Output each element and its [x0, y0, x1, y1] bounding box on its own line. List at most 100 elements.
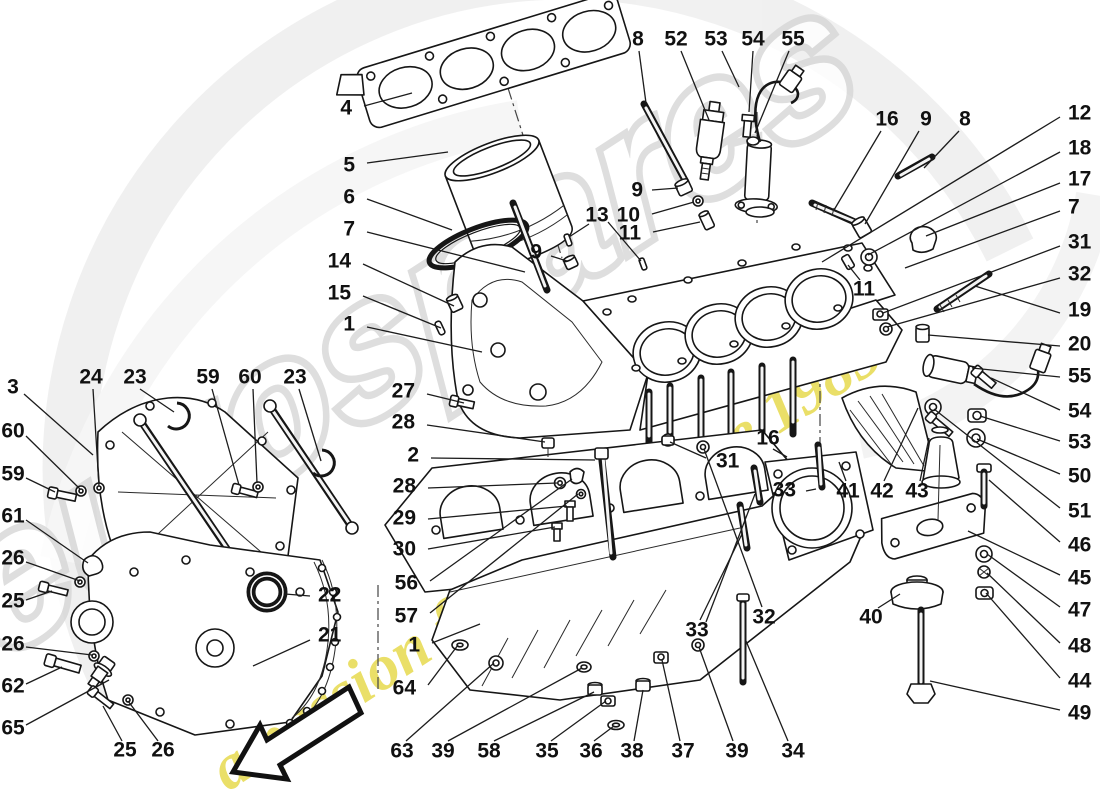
callout-leader-1 — [431, 623, 481, 644]
callout-leader-61 — [25, 519, 89, 564]
callout-label-55: 55 — [1068, 365, 1092, 388]
callout-leader-49 — [929, 680, 1061, 711]
callout-label-4: 4 — [340, 97, 352, 120]
callout-leader-55 — [754, 50, 790, 134]
callout-label-28: 28 — [392, 411, 416, 434]
cylinder-bore — [784, 268, 854, 330]
callout-leader-11 — [652, 221, 701, 233]
callout-leader-54 — [748, 50, 754, 113]
callout-label-20: 20 — [1068, 333, 1091, 356]
callout-label-33: 33 — [685, 619, 708, 642]
callout-label-65: 65 — [1, 717, 25, 740]
callout-label-14: 14 — [328, 250, 352, 273]
callout-leader-6 — [366, 198, 453, 231]
callout-label-42: 42 — [870, 480, 893, 503]
callout-label-41: 41 — [836, 480, 860, 503]
callout-leader-31 — [669, 441, 707, 459]
callout-label-46: 46 — [1068, 534, 1091, 557]
timing-cover — [70, 531, 342, 736]
callout-leader-50 — [976, 438, 1061, 475]
callout-leader-8 — [638, 50, 647, 104]
callout-leader-18 — [867, 151, 1061, 256]
callout-leader-48 — [986, 572, 1061, 644]
callout-label-8: 8 — [632, 28, 644, 51]
callout-leader-64 — [427, 644, 459, 686]
callout-label-57: 57 — [395, 605, 418, 628]
callout-leader-26 — [127, 700, 159, 742]
callout-leader-36 — [593, 725, 615, 742]
callout-leader-60 — [252, 388, 258, 484]
callout-leader-35 — [550, 700, 607, 742]
callout-leader-22 — [284, 593, 311, 597]
callout-leader-4 — [363, 92, 413, 107]
pressure-sensor — [695, 100, 726, 181]
callout-label-12: 12 — [1068, 102, 1091, 125]
callout-leader-53 — [979, 415, 1061, 442]
callout-label-13: 13 — [585, 204, 608, 227]
callout-label-26: 26 — [151, 739, 174, 762]
callout-leader-33 — [705, 493, 756, 623]
callout-leader-20 — [927, 334, 1061, 347]
knock-sensor — [922, 342, 1052, 448]
callout-leader-28 — [426, 424, 546, 443]
engine-mount-assembly — [841, 385, 994, 704]
callout-label-32: 32 — [1068, 263, 1091, 286]
sensor-well — [734, 64, 805, 218]
callout-label-39: 39 — [431, 740, 454, 763]
callout-label-5: 5 — [343, 154, 355, 177]
callout-leader-9 — [864, 130, 920, 225]
callout-label-62: 62 — [1, 675, 24, 698]
callout-leader-40 — [877, 593, 901, 609]
callout-label-19: 19 — [1068, 299, 1091, 322]
callout-label-21: 21 — [318, 624, 342, 647]
callout-leader-55 — [971, 367, 1061, 378]
deck-holes — [602, 243, 873, 372]
callout-leader-33 — [805, 488, 817, 492]
callout-label-28: 28 — [393, 475, 417, 498]
callout-label-51: 51 — [1068, 500, 1092, 523]
callout-leader-12 — [821, 116, 1061, 263]
callout-label-55: 55 — [781, 28, 805, 51]
callout-label-44: 44 — [1068, 670, 1092, 693]
callout-label-47: 47 — [1068, 599, 1091, 622]
callout-leader-32 — [886, 277, 1061, 328]
callout-leader-42 — [883, 407, 919, 482]
callout-leader-9 — [550, 255, 568, 262]
callout-label-10: 10 — [617, 204, 640, 227]
callout-label-37: 37 — [671, 740, 694, 763]
callout-leader-47 — [986, 553, 1061, 608]
callout-label-22: 22 — [318, 584, 341, 607]
callout-label-18: 18 — [1068, 137, 1092, 160]
clamp-61 — [82, 554, 104, 577]
callout-leader-59 — [25, 477, 56, 493]
left-hardware — [37, 481, 264, 710]
callout-label-29: 29 — [393, 507, 416, 530]
direction-arrow-icon — [228, 683, 365, 783]
callout-leader-34 — [745, 640, 789, 742]
callout-label-16: 16 — [875, 108, 898, 131]
callout-leader-57 — [429, 493, 579, 614]
callout-leader-38 — [633, 689, 644, 742]
head-gasket — [335, 0, 632, 129]
callout-leader-63 — [405, 662, 495, 742]
callout-leader-23 — [139, 388, 175, 413]
callout-label-39: 39 — [725, 740, 748, 763]
callout-leader-19 — [974, 285, 1061, 314]
callout-label-49: 49 — [1068, 702, 1091, 725]
callout-label-9: 9 — [530, 241, 542, 264]
callout-leader-27 — [426, 393, 465, 404]
callout-leader-13 — [568, 223, 590, 238]
callout-label-17: 17 — [1068, 168, 1091, 191]
callout-leader-46 — [988, 479, 1061, 543]
callout-leader-31 — [882, 245, 1061, 314]
callout-leader-16 — [833, 130, 882, 211]
callout-label-9: 9 — [631, 179, 643, 202]
callout-leader-44 — [985, 592, 1061, 679]
fitting-65 — [87, 655, 116, 690]
callout-label-63: 63 — [390, 740, 413, 763]
callout-leader-26 — [25, 561, 81, 582]
callout-label-15: 15 — [328, 282, 352, 305]
callout-label-43: 43 — [905, 480, 928, 503]
callout-leader-7 — [904, 210, 1061, 269]
